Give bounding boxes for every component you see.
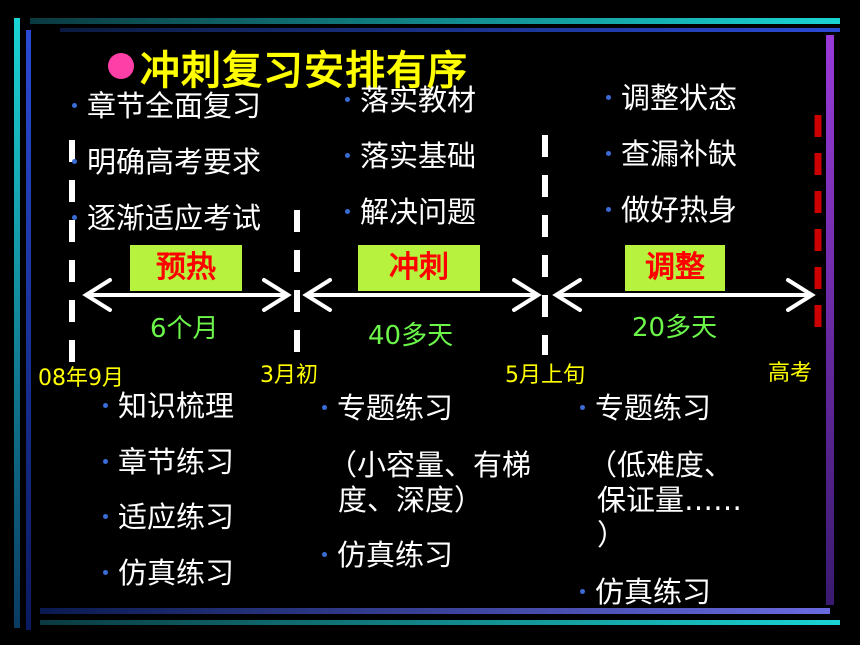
bullet-icon — [606, 206, 611, 212]
list-item: 查漏补缺 — [606, 136, 737, 172]
list-item: 仿真练习 — [103, 555, 234, 591]
arrow-phase-3 — [552, 278, 816, 312]
bullet-icon — [606, 94, 611, 100]
frame-left-bar — [14, 18, 20, 628]
list-item: 适应练习 — [103, 499, 234, 535]
arrow-phase-2 — [302, 278, 542, 312]
date-start: 08年9月 — [38, 366, 124, 391]
frame-right-bar — [826, 35, 834, 605]
list-item: 逐渐适应考试 — [72, 200, 261, 236]
bullet-icon — [103, 569, 108, 575]
frame-bottom-bar — [40, 608, 830, 614]
bullet-icon — [580, 404, 585, 410]
bullet-icon — [72, 214, 77, 220]
bullet-icon — [103, 458, 108, 464]
bullet-icon — [322, 551, 327, 557]
list-item: 仿真练习 — [580, 574, 711, 610]
bullet-icon — [72, 102, 77, 108]
date-may: 5月上旬 — [505, 363, 585, 388]
frame-top-bar — [30, 18, 840, 24]
note-text: 度、深度） — [338, 483, 484, 517]
bullet-icon — [606, 150, 611, 156]
frame-left-bar-2 — [26, 30, 31, 630]
note-text: ） — [597, 518, 627, 552]
note-text: 保证量…… — [597, 483, 743, 517]
list-item: 知识梳理 — [103, 388, 234, 424]
arrow-phase-1 — [82, 278, 292, 312]
frame-top-bar-2 — [60, 28, 840, 32]
bullet-icon — [72, 158, 77, 164]
list-item: 章节练习 — [103, 444, 234, 480]
duration-phase-1: 6个月 — [150, 314, 219, 344]
bullet-icon — [345, 96, 350, 102]
list-item: 专题练习 — [322, 390, 453, 426]
note-text: （低难度、 — [588, 448, 734, 482]
title-bullet-icon — [108, 53, 134, 79]
bullet-icon — [322, 404, 327, 410]
list-item: 落实教材 — [345, 82, 476, 118]
frame-bottom-bar-2 — [40, 620, 840, 625]
note-text: （小容量、有梯 — [328, 448, 532, 482]
date-exam: 高考 — [768, 361, 813, 386]
bullet-icon — [103, 513, 108, 519]
list-item: 解决问题 — [345, 194, 476, 230]
stage-label-warmup: 预热 — [130, 245, 242, 291]
page-title: 冲刺复习安排有序 — [140, 48, 468, 94]
list-item: 调整状态 — [606, 80, 737, 116]
stage-label-sprint: 冲刺 — [358, 245, 480, 291]
bullet-icon — [103, 402, 108, 408]
date-march: 3月初 — [260, 363, 318, 388]
list-item: 落实基础 — [345, 138, 476, 174]
stage-label-adjust: 调整 — [625, 245, 725, 291]
bullet-icon — [580, 588, 585, 594]
duration-phase-3: 20多天 — [632, 313, 718, 343]
list-item: 做好热身 — [606, 192, 737, 228]
duration-phase-2: 40多天 — [368, 321, 454, 351]
list-item: 章节全面复习 — [72, 88, 261, 124]
list-item: 仿真练习 — [322, 537, 453, 573]
bullet-icon — [345, 208, 350, 214]
bullet-icon — [345, 152, 350, 158]
list-item: 明确高考要求 — [72, 144, 261, 180]
list-item: 专题练习 — [580, 390, 711, 426]
